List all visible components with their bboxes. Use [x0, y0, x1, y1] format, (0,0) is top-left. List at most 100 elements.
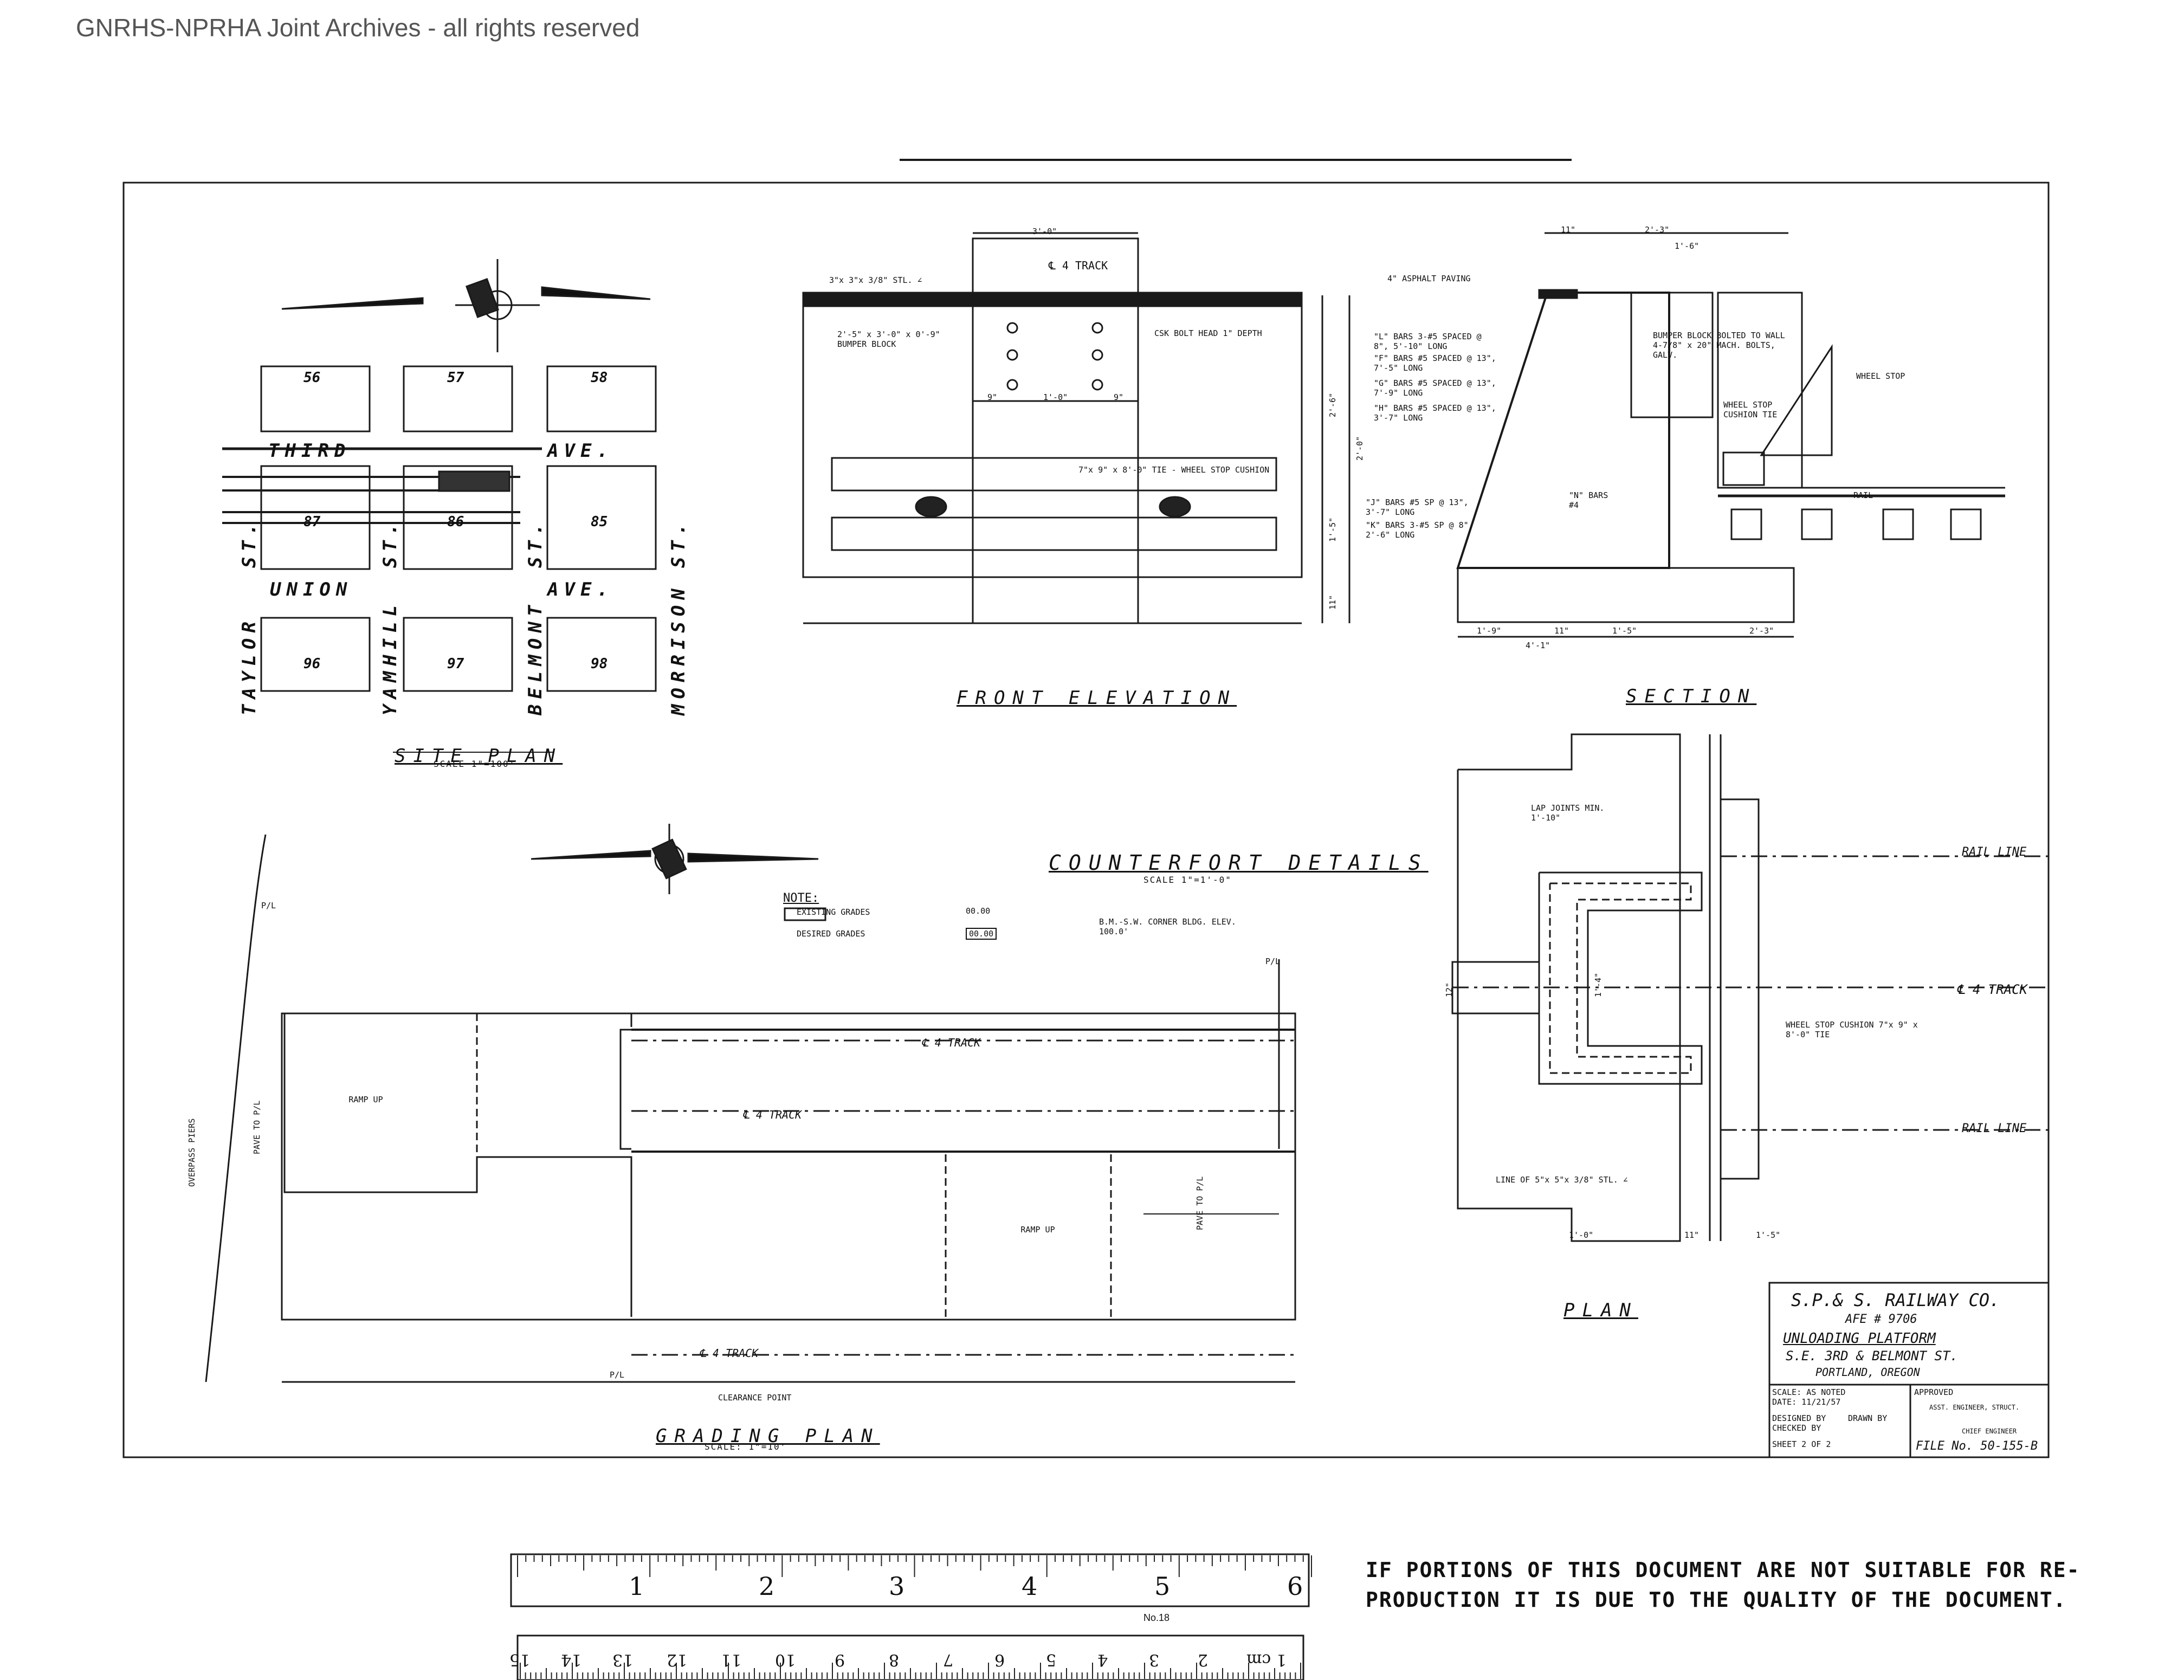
- grading-plan-scale: SCALE: 1"=10': [705, 1442, 787, 1452]
- project-city: PORTLAND, OREGON: [1815, 1366, 1920, 1379]
- ruler-number: 5: [1046, 1650, 1057, 1669]
- street-name: ST.: [379, 518, 401, 568]
- existing-grades-label: EXISTING GRADES: [797, 907, 870, 917]
- benchmark-note: B.M.-S.W. CORNER BLDG. ELEV. 100.0': [1099, 917, 1236, 936]
- angle-note: LINE OF 5"x 5"x 3/8" STL. ∠: [1496, 1175, 1628, 1185]
- afe-number: AFE # 9706: [1845, 1313, 1917, 1326]
- bar-note: "F" BARS #5 SPACED @ 13", 7'-5" LONG: [1374, 353, 1496, 373]
- dimension: 11": [1554, 626, 1569, 636]
- clearance-label: CLEARANCE POINT: [718, 1393, 792, 1403]
- property-line-label: P/L: [610, 1370, 625, 1380]
- block-number: 85: [591, 514, 608, 530]
- quality-notice-line2: PRODUCTION IT IS DUE TO THE QUALITY OF T…: [1366, 1588, 2067, 1612]
- dimension: 2'-3": [1749, 626, 1774, 636]
- ruler-number: 1 cm: [1246, 1650, 1287, 1669]
- property-line-label: P/L: [1265, 957, 1281, 966]
- approved-label: APPROVED: [1914, 1387, 1954, 1397]
- block-number: 97: [447, 656, 464, 672]
- dimension: 3'-0": [1032, 227, 1057, 236]
- note-label: NOTE:: [783, 891, 819, 905]
- rail-line-label: RAIL LINE: [1962, 845, 2027, 859]
- ruler-number: 4: [1097, 1650, 1108, 1669]
- sheet-border: [122, 182, 2050, 1458]
- asst-engineer-label: ASST. ENGINEER, STRUCT.: [1929, 1404, 2020, 1411]
- ruler-number: 13: [612, 1650, 634, 1669]
- dimension: 1'-5": [1612, 626, 1637, 636]
- ruler-number: 7: [943, 1650, 954, 1669]
- track-label: ℄ 4 TRACK: [1956, 982, 2028, 997]
- wheel-stop-note: WHEEL STOP: [1856, 371, 1905, 381]
- track-label: ℄ 4 TRACK: [1049, 259, 1108, 272]
- wheel-stop-cushion-note: WHEEL STOP CUSHION TIE: [1723, 400, 1778, 419]
- scale-note: SCALE: AS NOTED: [1772, 1387, 1846, 1397]
- section-title: SECTION: [1626, 686, 1757, 707]
- bumper-note: 2'-5" x 3'-0" x 0'-9" BUMPER BLOCK: [837, 329, 940, 349]
- bolt-note: CSK BOLT HEAD 1" DEPTH: [1154, 328, 1262, 338]
- section-linework: [1456, 232, 2005, 638]
- street-name: ST.: [238, 518, 260, 568]
- ruler-number: 2: [759, 1572, 775, 1601]
- chief-engineer-label: CHIEF ENGINEER: [1962, 1427, 2017, 1435]
- project-title: UNLOADING PLATFORM: [1783, 1330, 1936, 1347]
- dimension: 2'-0": [1355, 436, 1365, 461]
- street-name: AVE.: [547, 440, 613, 462]
- ruler-number: 4: [1022, 1572, 1038, 1601]
- dimension: 9": [987, 392, 998, 402]
- angle-note: 3"x 3"x 3/8" STL. ∠: [829, 275, 922, 285]
- ruler-number: 5: [1154, 1572, 1171, 1601]
- block-number: 98: [591, 656, 608, 672]
- lap-note: LAP JOINTS MIN. 1'-10": [1531, 803, 1605, 823]
- dimension: 1'-0": [1043, 392, 1068, 402]
- block-number: 86: [447, 514, 464, 530]
- date-note: DATE: 11/21/57: [1772, 1397, 1841, 1407]
- street-name: ST.: [525, 518, 546, 568]
- sheet-number: SHEET 2 OF 2: [1772, 1439, 1831, 1449]
- project-location: S.E. 3RD & BELMONT ST.: [1786, 1348, 1958, 1364]
- ruler-label: No.18: [1143, 1612, 1170, 1623]
- title-block-linework: [1768, 1282, 2050, 1458]
- ruler-number: 12: [667, 1650, 688, 1669]
- street-name: BELMONT: [525, 599, 546, 715]
- quality-notice-line1: IF PORTIONS OF THIS DOCUMENT ARE NOT SUI…: [1366, 1558, 2080, 1582]
- street-name: ST.: [668, 518, 689, 568]
- rail-label: RAIL: [1853, 490, 1873, 500]
- pave-note: PAVE TO P/L: [1195, 1176, 1205, 1230]
- rail-line-label: RAIL LINE: [1962, 1122, 2027, 1135]
- dimension: 11": [1328, 595, 1337, 610]
- plan-title: PLAN: [1563, 1300, 1638, 1321]
- bar-note: "K" BARS 3-#5 SP @ 8", 2'-6" LONG: [1366, 520, 1474, 540]
- grading-plan-linework: [205, 824, 1296, 1383]
- street-name: YAMHILL: [379, 599, 401, 715]
- track-label: ℄ 4 TRACK: [699, 1347, 759, 1360]
- company-name: S.P.& S. RAILWAY CO.: [1791, 1290, 2000, 1310]
- site-plan-scale: SCALE 1"=100': [434, 759, 516, 769]
- asphalt-note: 4" ASPHALT PAVING: [1387, 274, 1471, 283]
- bar-note: "N" BARS #4: [1569, 490, 1608, 510]
- bumper-bolted-note: BUMPER BLOCK BOLTED TO WALL 4-7/8" x 20"…: [1653, 331, 1785, 360]
- block-number: 96: [303, 656, 321, 672]
- ruler-number: 6: [994, 1650, 1005, 1669]
- grading-plan-title: GRADING PLAN: [656, 1425, 880, 1447]
- dimension: 12": [1444, 982, 1454, 997]
- street-name: THIRD: [268, 440, 351, 462]
- block-number: 56: [303, 370, 321, 386]
- archive-watermark: GNRHS-NPRHA Joint Archives - all rights …: [76, 14, 640, 42]
- dimension: 1'-4": [1593, 972, 1603, 997]
- ramp-label: RAMP UP: [1020, 1225, 1055, 1235]
- plan-linework: [1451, 733, 2049, 1242]
- dimension: 1'-5": [1756, 1230, 1781, 1240]
- ruler-number: 3: [889, 1572, 905, 1601]
- block-number: 58: [591, 370, 608, 386]
- street-name: TAYLOR: [238, 616, 260, 715]
- dimension: 9": [1114, 392, 1124, 402]
- front-elevation-linework: [802, 232, 1351, 624]
- ramp-label: RAMP UP: [348, 1095, 383, 1104]
- cushion-note: 7"x 9" x 8'-0" TIE - WHEEL STOP CUSHION: [1078, 465, 1270, 475]
- front-elevation-title: FRONT ELEVATION: [957, 687, 1237, 709]
- street-name: UNION: [270, 579, 353, 600]
- ruler-number: 14: [561, 1650, 582, 1669]
- dimension: 1'-9": [1477, 626, 1502, 636]
- ruler-number: 8: [889, 1650, 900, 1669]
- ruler-number: 6: [1287, 1572, 1303, 1601]
- counterfort-title: COUNTERFORT DETAILS: [1049, 851, 1429, 875]
